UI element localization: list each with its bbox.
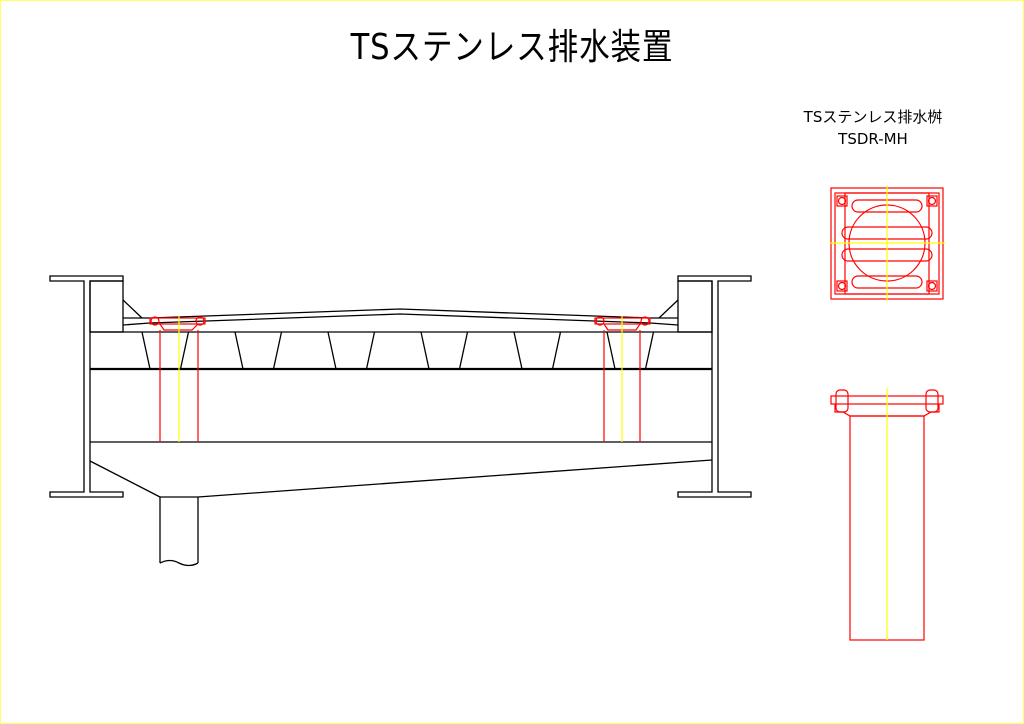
truss-diagonal — [420, 331, 430, 370]
cross-section-view — [49, 275, 752, 567]
detail-name: TSステンレス排水桝 — [803, 108, 943, 126]
truss-diagonal — [644, 331, 655, 370]
truss-diagonal — [327, 331, 337, 370]
truss-diagonal — [606, 331, 616, 370]
left-chamfer — [122, 299, 143, 319]
drains — [149, 316, 651, 442]
truss-diagonal — [234, 331, 244, 370]
outlet-pipe — [159, 497, 199, 567]
drawing-title: TSステンレス排水装置 — [350, 27, 674, 68]
truss-diagonal — [551, 331, 562, 370]
plan-centerlines — [829, 186, 945, 301]
truss-diagonal — [179, 331, 190, 370]
right-i-beam — [677, 275, 752, 498]
left-box — [89, 280, 124, 333]
left-i-beam — [49, 275, 124, 498]
right-box — [677, 280, 713, 333]
detail-model: TSDR-MH — [838, 130, 908, 148]
truss-diagonal — [513, 331, 523, 370]
truss-diagonal — [458, 331, 469, 370]
truss-diagonal — [141, 331, 151, 370]
truss-diagonal — [272, 331, 283, 370]
truss-web — [141, 331, 655, 370]
left-drain — [149, 316, 206, 442]
truss-diagonal — [365, 331, 376, 370]
hopper — [89, 459, 713, 498]
right-chamfer — [658, 299, 679, 319]
grating-under — [122, 313, 679, 326]
centerlines — [178, 316, 623, 442]
